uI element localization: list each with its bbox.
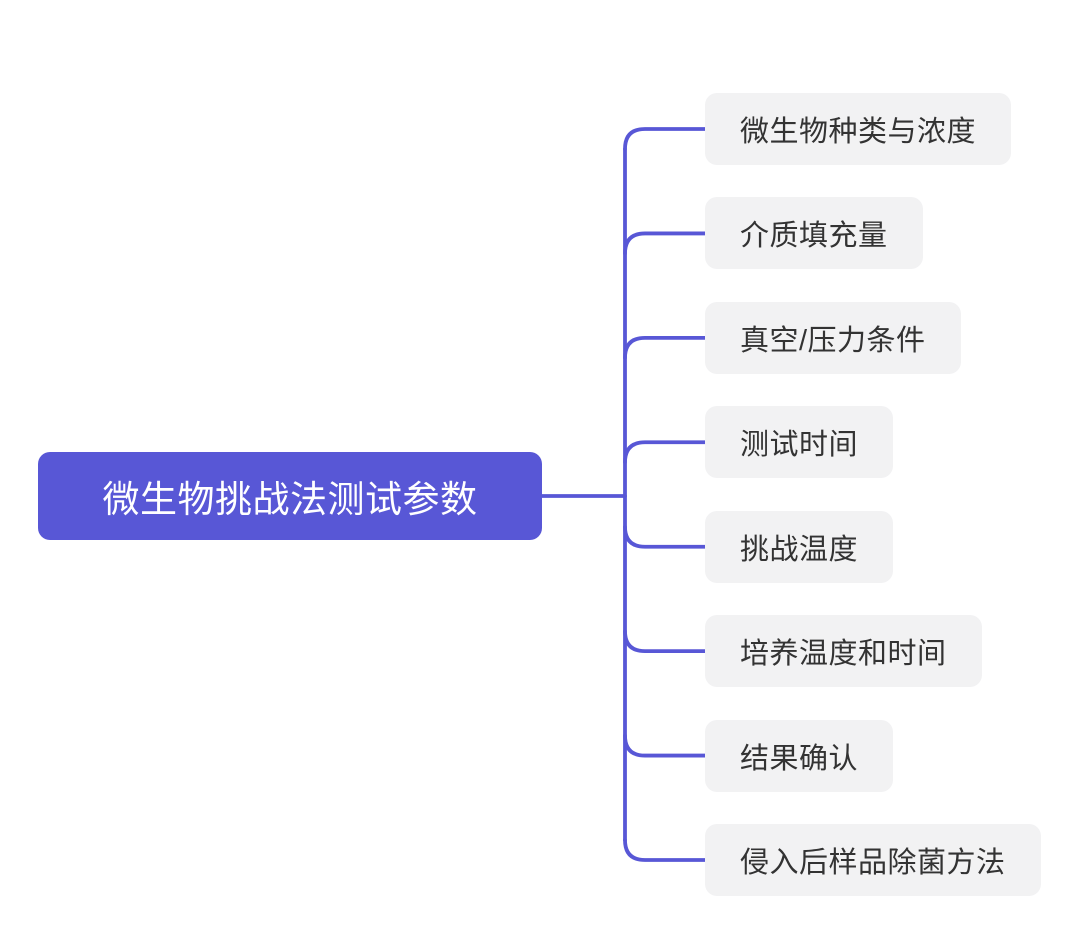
connector-path	[623, 733, 710, 758]
connector-path	[623, 838, 710, 862]
branch-node-label: 真空/压力条件	[740, 324, 926, 357]
connector-path	[623, 440, 710, 465]
branch-node-challenge-temp[interactable]: 挑战温度	[705, 510, 894, 583]
branch-node-label: 介质填充量	[740, 220, 888, 253]
connector-path	[623, 335, 710, 360]
root-node[interactable]: 微生物挑战法测试参数	[38, 452, 542, 540]
branch-node-medium-fill[interactable]: 介质填充量	[705, 197, 923, 270]
branch-node-sterilization-method[interactable]: 侵入后样品除菌方法	[705, 824, 1041, 896]
branch-node-label: 挑战温度	[740, 533, 859, 566]
branch-node-label: 结果确认	[740, 742, 859, 775]
branch-node-label: 微生物种类与浓度	[740, 116, 977, 148]
branch-node-label: 测试时间	[740, 429, 859, 462]
connector-path	[623, 127, 710, 151]
branch-node-vacuum-pressure[interactable]: 真空/压力条件	[705, 301, 961, 374]
branch-node-incubation[interactable]: 培养温度和时间	[705, 615, 982, 688]
root-node-label: 微生物挑战法测试参数	[102, 479, 478, 520]
connector-path	[623, 231, 710, 256]
branch-node-test-time[interactable]: 测试时间	[705, 406, 894, 479]
branch-node-label: 培养温度和时间	[740, 638, 947, 671]
connector-path	[623, 524, 710, 549]
branch-node-result-confirm[interactable]: 结果确认	[705, 719, 894, 792]
connector-path	[623, 629, 710, 654]
branch-node-label: 侵入后样品除菌方法	[740, 847, 1006, 879]
branch-node-microbe-type[interactable]: 微生物种类与浓度	[705, 93, 1012, 165]
